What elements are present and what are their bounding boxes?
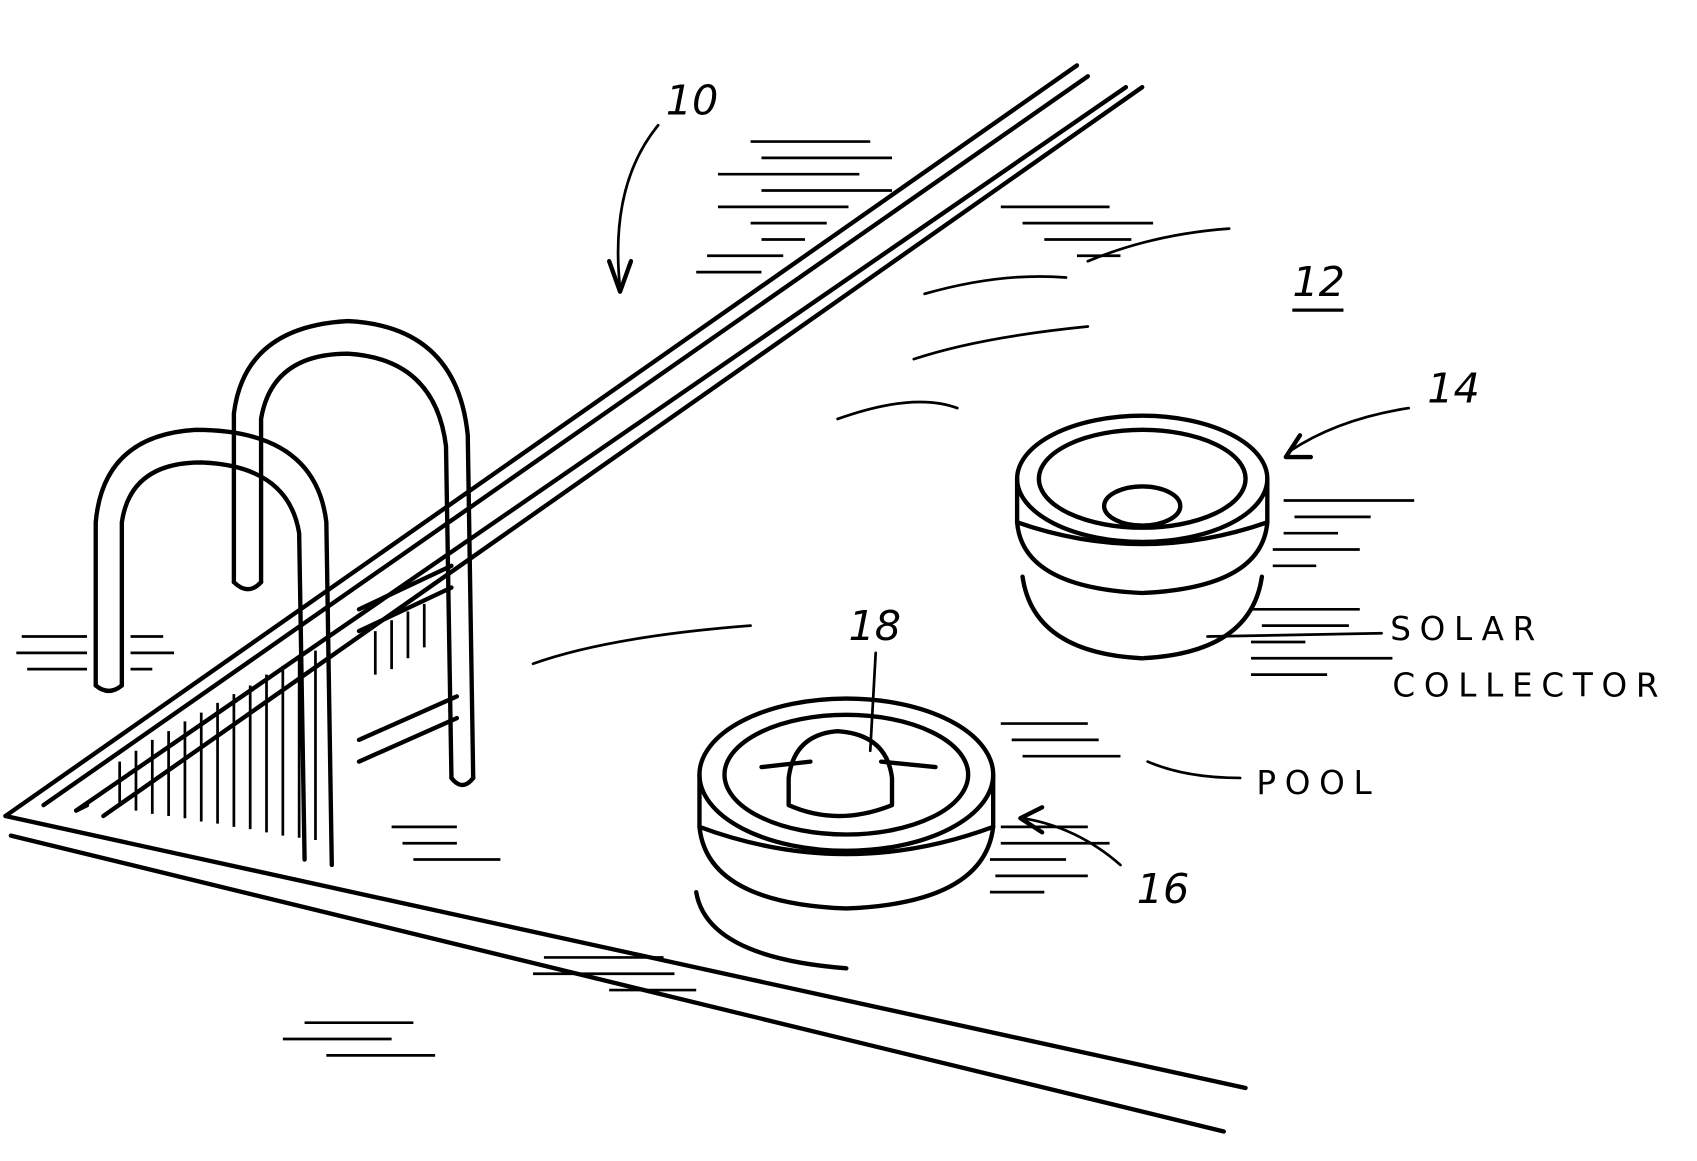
annotation-pool: POOL [1256,764,1380,802]
leader-arrows [609,125,1409,865]
annotation-solar: SOLAR [1390,610,1544,648]
reference-labels: 10 12 14 18 16 SOLAR COLLECTOR POOL [666,76,1667,913]
solar-collector-14 [1017,416,1267,659]
water-surface-lines [533,229,1229,664]
ref-label-18: 18 [849,602,902,650]
ref-label-12: 12 [1292,258,1345,306]
ref-label-16: 16 [1137,865,1190,913]
ref-label-14: 14 [1427,365,1480,413]
solar-collector-16 [696,699,993,969]
annotation-collector: COLLECTOR [1392,666,1667,704]
ref-label-10: 10 [666,76,719,124]
pool-edge [5,65,1245,1131]
water-ripples [16,142,1414,1056]
